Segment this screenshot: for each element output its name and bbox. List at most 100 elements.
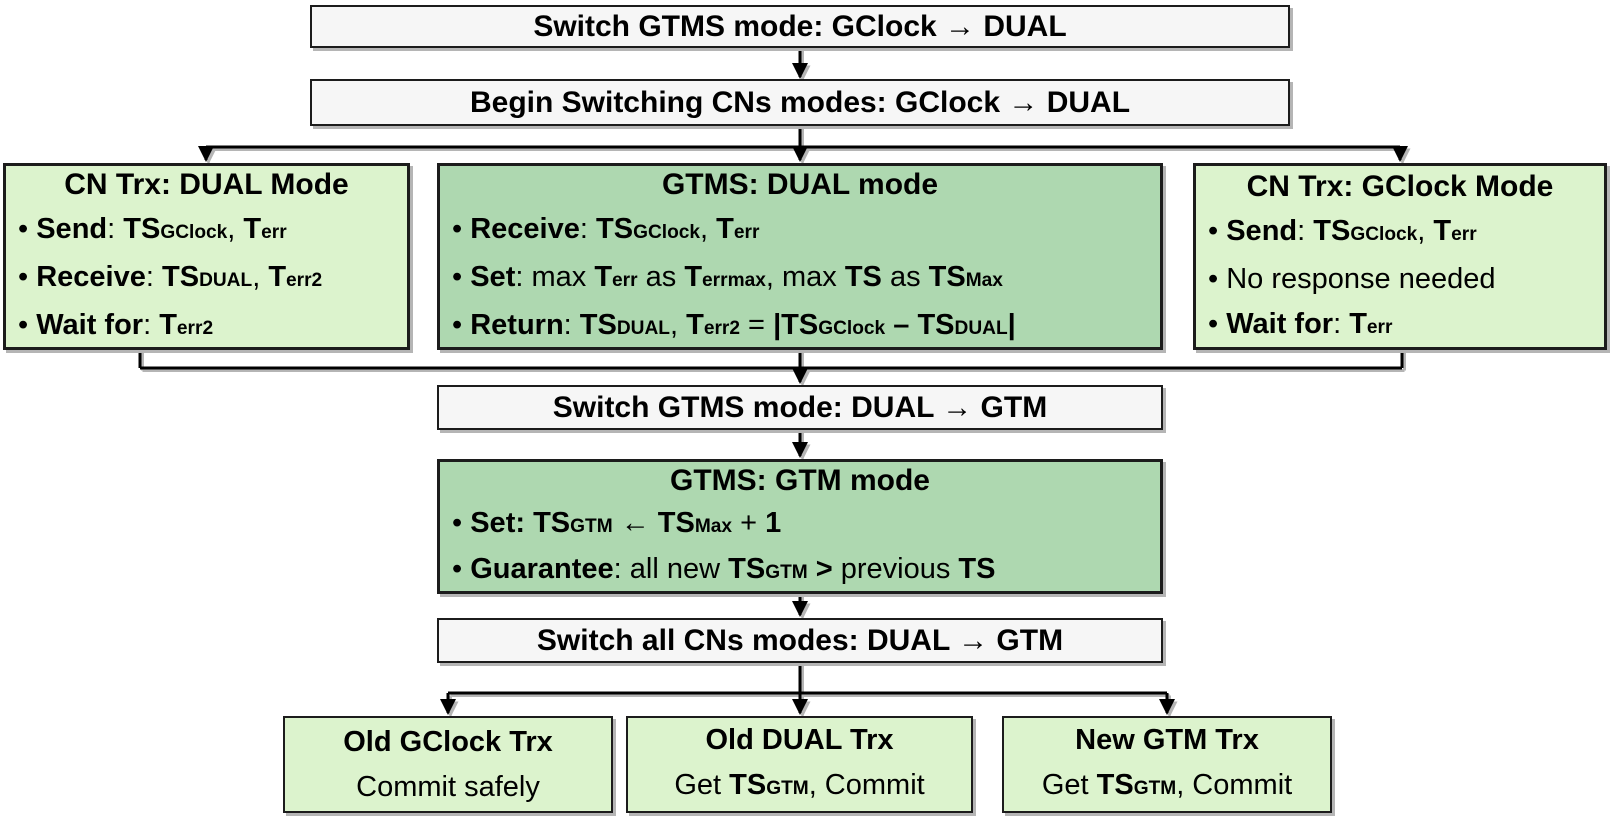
text-line: Switch all CNs modes: DUAL → GTM: [439, 624, 1161, 658]
text-line: • Receive: TSGClock, Terr: [440, 207, 1160, 255]
text-line: • Set: TSGTM ← TSMax + 1: [440, 502, 1160, 548]
text-segment: Switch all CNs modes: DUAL → GTM: [536, 623, 1064, 657]
text-segment: :: [515, 507, 534, 539]
text-segment: T: [1433, 214, 1452, 247]
text-segment: DUAL: [616, 318, 670, 339]
text-segment: TS: [844, 261, 882, 293]
text-line: • Return: TSDUAL, Terr2 = |TSGClock – TS…: [440, 303, 1160, 351]
text-line: • No response needed: [1196, 257, 1604, 302]
text-line: CN Trx: DUAL Mode: [6, 162, 407, 207]
text-segment: , Commit: [808, 769, 925, 801]
text-segment: :: [1297, 214, 1314, 247]
text-segment: GClock: [160, 222, 228, 243]
text-segment: , Commit: [1176, 769, 1293, 801]
text-segment: :: [563, 309, 580, 341]
text-segment: Send: [1226, 214, 1298, 247]
text-segment: •: [452, 507, 471, 539]
text-segment: TS: [729, 769, 767, 801]
text-line: Get TSGTM, Commit: [628, 763, 971, 811]
text-segment: +: [732, 507, 766, 539]
text-line: • Set: max Terr as Terrmax, max TS as TS…: [440, 255, 1160, 303]
text-segment: previous: [840, 553, 959, 585]
text-segment: ,: [1417, 214, 1434, 247]
text-line: • Send: TSGClock, Terr: [6, 207, 407, 255]
text-segment: Set: [470, 507, 516, 539]
text-line: • Wait for: Terr2: [6, 303, 407, 351]
text-line: CN Trx: GClock Mode: [1196, 164, 1604, 209]
node-cn-trx-dual-mode: CN Trx: DUAL Mode• Send: TSGClock, Terr•…: [3, 163, 410, 350]
text-line: Switch GTMS mode: DUAL → GTM: [439, 391, 1161, 425]
text-segment: err: [1366, 316, 1393, 338]
node-cn-trx-gclock-mode: CN Trx: GClock Mode • Send: TSGClock, Ter…: [1193, 163, 1607, 350]
connector-lines: [138, 48, 1408, 715]
text-segment: TS: [533, 507, 571, 539]
text-segment: TS: [958, 553, 996, 585]
text-line: Commit safely: [285, 765, 611, 810]
text-segment: T: [243, 213, 262, 245]
text-segment: T: [684, 261, 703, 293]
text-segment: TS: [123, 213, 161, 245]
text-segment: :: [1333, 307, 1350, 340]
text-segment: : all new: [613, 553, 729, 585]
text-segment: GTM: [1133, 778, 1177, 799]
text-segment: err: [261, 222, 287, 243]
text-segment: TS: [1313, 214, 1351, 247]
text-segment: , max: [765, 261, 845, 293]
text-segment: Send: [36, 213, 108, 245]
text-segment: Wait for: [36, 309, 144, 341]
connector-shadows: [141, 50, 1411, 718]
text-segment: Set: [470, 261, 516, 293]
text-segment: Get: [674, 769, 730, 801]
text-segment: CN Trx: GClock Mode: [1246, 169, 1554, 203]
node-switch-gtms-dual-to-gtm: Switch GTMS mode: DUAL → GTM: [437, 385, 1163, 430]
text-segment: ,: [227, 213, 244, 245]
text-segment: Commit safely: [356, 770, 540, 803]
text-segment: :: [107, 213, 124, 245]
text-line: Switch GTMS mode: GClock → DUAL: [312, 10, 1288, 44]
text-line: Begin Switching CNs modes: GClock → DUAL: [312, 86, 1288, 120]
text-segment: :: [145, 261, 162, 293]
text-segment: Get: [1041, 769, 1097, 801]
node-gtms-dual-mode: GTMS: DUAL mode• Receive: TSGClock, Terr…: [437, 163, 1163, 350]
text-segment: err2: [176, 318, 214, 339]
text-segment: Old GClock Trx: [343, 725, 553, 758]
text-segment: •: [18, 213, 37, 245]
text-segment: as: [881, 261, 929, 293]
text-segment: ,: [700, 213, 717, 245]
text-segment: •: [452, 309, 471, 341]
text-segment: |: [1007, 309, 1016, 341]
text-segment: TS: [579, 309, 617, 341]
text-line: Old DUAL Trx: [628, 718, 971, 763]
text-segment: GClock: [818, 318, 886, 339]
text-line: • Send: TSGClock, Terr: [1196, 209, 1604, 257]
node-switch-all-cns-dual-to-gtm: Switch all CNs modes: DUAL → GTM: [437, 618, 1163, 663]
text-segment: ,: [669, 309, 687, 341]
text-segment: GTM: [766, 778, 809, 799]
text-segment: =: [740, 309, 774, 341]
text-segment: •: [1208, 307, 1227, 340]
text-segment: Max: [694, 516, 733, 537]
text-segment: T: [159, 309, 177, 341]
text-segment: GClock: [633, 222, 701, 243]
text-line: GTMS: GTM mode: [440, 459, 1160, 502]
text-segment: GTM: [765, 562, 808, 583]
text-segment: err2: [703, 318, 740, 339]
text-segment: err2: [286, 270, 323, 291]
text-segment: as: [637, 261, 685, 293]
text-segment: DUAL: [199, 270, 253, 291]
text-segment: Receive: [470, 213, 580, 245]
text-segment: Switch GTMS mode: GClock → DUAL: [533, 9, 1067, 43]
text-line: Old GClock Trx: [285, 720, 611, 765]
text-segment: • No response needed: [1208, 262, 1496, 295]
text-segment: >: [807, 553, 841, 585]
text-segment: TS: [928, 261, 966, 293]
text-segment: :: [579, 213, 596, 245]
text-line: • Guarantee: all new TSGTM > previous TS: [440, 548, 1160, 594]
text-segment: •: [18, 309, 37, 341]
text-segment: err: [733, 222, 760, 243]
text-segment: T: [268, 261, 287, 293]
